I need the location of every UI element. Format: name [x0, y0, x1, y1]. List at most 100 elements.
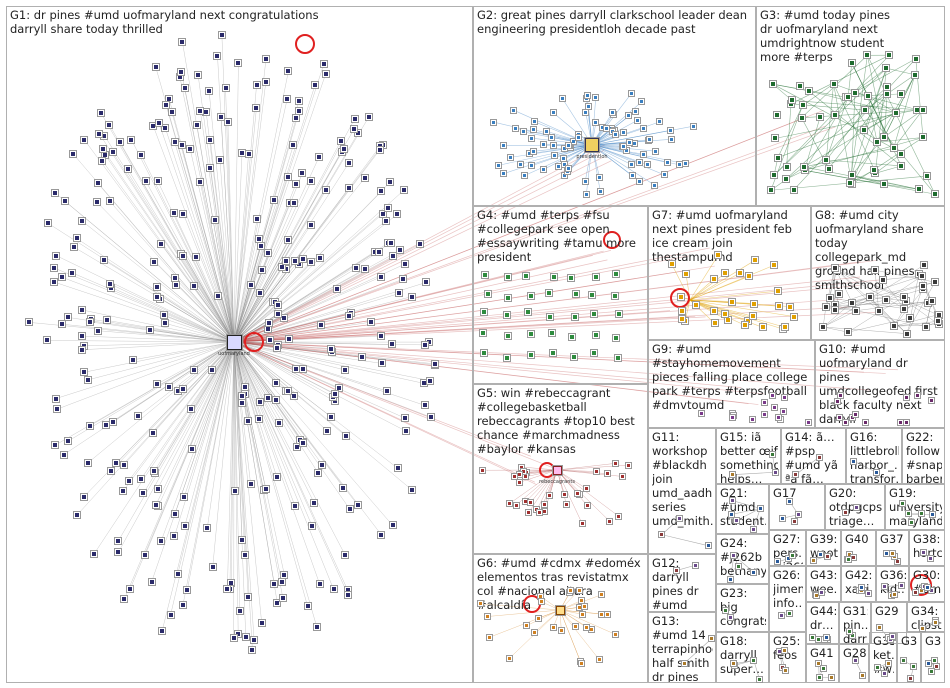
edge — [233, 306, 855, 343]
node — [728, 414, 736, 422]
node — [43, 336, 52, 345]
node — [192, 121, 201, 130]
edge — [591, 144, 668, 163]
node — [774, 302, 783, 311]
node — [562, 500, 570, 508]
node — [547, 133, 555, 141]
node — [420, 401, 429, 410]
edge — [174, 141, 235, 343]
node — [59, 450, 68, 459]
node — [640, 150, 648, 158]
edge — [102, 160, 235, 343]
node — [635, 159, 643, 167]
node — [561, 172, 569, 180]
edge — [864, 93, 888, 111]
node — [516, 470, 524, 478]
edge — [123, 341, 235, 465]
node — [882, 64, 891, 73]
group-label-g8: G8: #umd city uofmaryland share today co… — [815, 208, 924, 292]
edge — [851, 142, 878, 185]
edge — [233, 149, 381, 343]
node — [639, 125, 647, 133]
edge — [195, 256, 235, 343]
edge — [233, 324, 321, 343]
node — [312, 623, 321, 632]
node — [205, 87, 214, 96]
node — [590, 349, 599, 358]
node — [541, 507, 549, 515]
node — [918, 587, 925, 595]
node — [178, 600, 187, 609]
node — [77, 216, 86, 225]
edge — [233, 189, 405, 343]
node — [845, 627, 853, 635]
edge — [836, 270, 879, 312]
edge — [689, 273, 726, 301]
node — [215, 156, 224, 165]
node — [914, 185, 923, 194]
node — [388, 252, 397, 261]
edge — [233, 109, 824, 343]
edge — [154, 341, 235, 474]
node — [238, 148, 247, 157]
node — [93, 198, 102, 207]
node — [730, 552, 738, 560]
node — [507, 153, 515, 161]
edge — [556, 469, 567, 505]
edge — [906, 282, 936, 334]
node — [161, 123, 170, 132]
node — [400, 185, 409, 194]
node — [663, 159, 671, 167]
node — [170, 273, 179, 282]
node — [388, 340, 397, 349]
edge — [233, 98, 288, 343]
node — [527, 350, 536, 359]
edge — [233, 341, 870, 391]
node — [295, 97, 303, 106]
edge — [233, 261, 296, 343]
node — [897, 150, 905, 159]
node — [577, 660, 585, 667]
node — [50, 264, 59, 273]
node — [885, 51, 894, 60]
edge — [822, 310, 857, 328]
edge — [829, 267, 836, 299]
node — [620, 142, 628, 150]
edge — [157, 296, 235, 343]
edge — [182, 341, 235, 605]
edge — [825, 275, 923, 308]
node — [161, 319, 170, 328]
edge — [209, 167, 235, 343]
node — [860, 126, 869, 135]
group-label-g1: G1: dr pines #umd uofmaryland next congr… — [10, 8, 319, 36]
node — [928, 586, 936, 594]
node — [873, 469, 881, 476]
node — [299, 439, 308, 448]
node — [170, 137, 179, 146]
edge — [233, 341, 251, 484]
node — [318, 461, 327, 470]
edge — [524, 144, 593, 176]
node — [78, 332, 87, 341]
node — [157, 537, 166, 546]
node — [864, 92, 873, 101]
node — [564, 141, 572, 149]
node — [256, 242, 265, 251]
edge — [233, 145, 381, 343]
node — [609, 128, 617, 136]
edge — [887, 74, 916, 95]
node — [522, 272, 531, 281]
node — [483, 613, 491, 621]
node — [835, 414, 843, 422]
group-label-g32: G32 — [901, 634, 918, 648]
edge — [233, 268, 357, 343]
edge — [233, 207, 388, 343]
node — [124, 476, 133, 485]
group-label-g12: G12: darryll pines dr #umd president ann… — [652, 556, 699, 612]
node — [244, 417, 253, 426]
edge — [233, 341, 243, 403]
edge — [99, 133, 235, 343]
node — [519, 128, 527, 136]
node — [529, 147, 537, 155]
node — [897, 418, 905, 426]
